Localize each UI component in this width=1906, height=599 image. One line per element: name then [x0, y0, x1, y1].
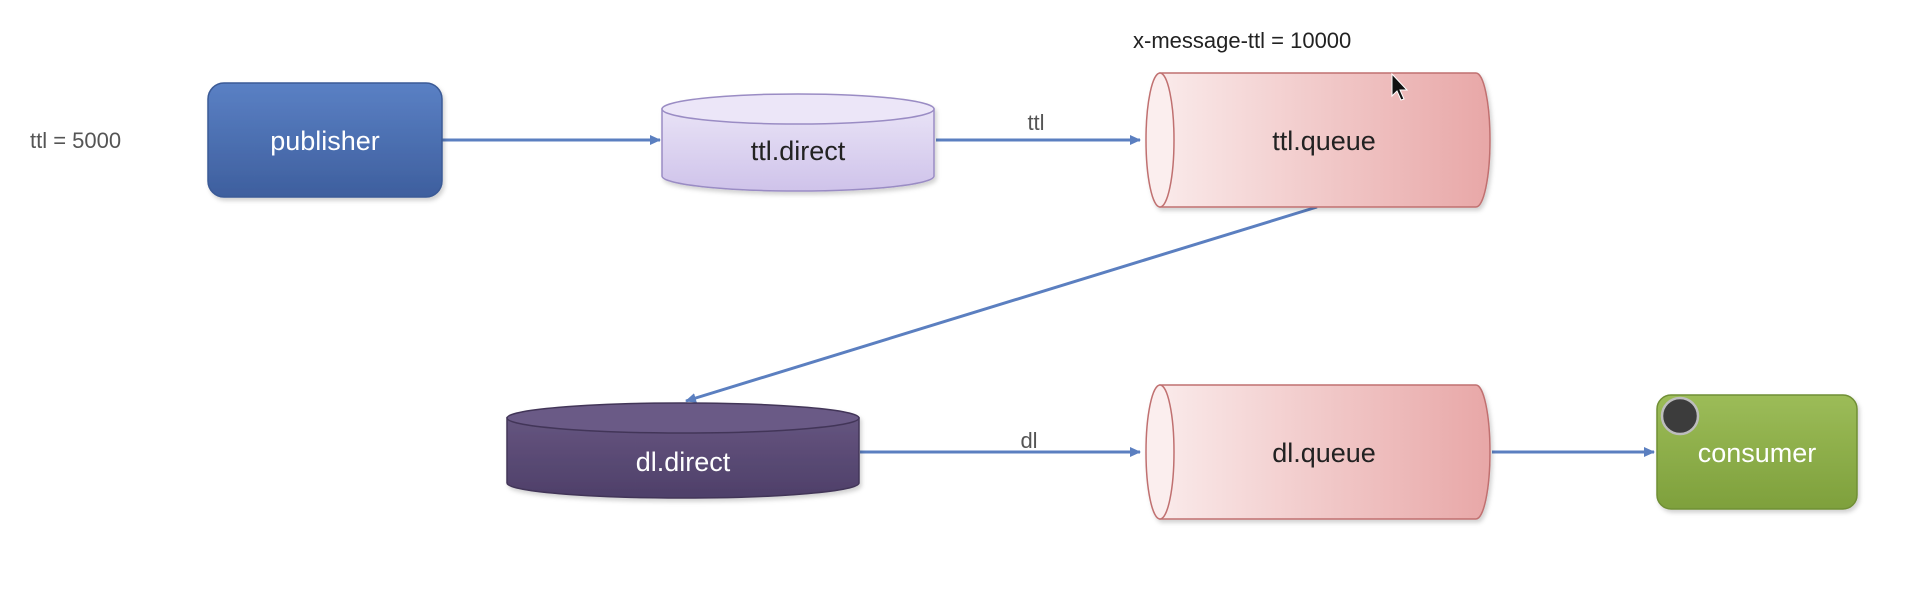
- dl-queue[interactable]: [1145, 384, 1491, 520]
- edge-label-dl: dl: [1020, 428, 1037, 453]
- mouse-cursor-icon: [1391, 72, 1409, 101]
- publisher-node[interactable]: [207, 82, 443, 198]
- ttl-queue[interactable]: [1145, 72, 1491, 208]
- ttl-direct-exchange[interactable]: [661, 93, 935, 192]
- queue-ttl-annotation: x-message-ttl = 10000: [1133, 28, 1351, 53]
- dl-direct-label: dl.direct: [636, 447, 731, 477]
- publisher-ttl-annotation: ttl = 5000: [30, 128, 121, 153]
- dl-direct-exchange[interactable]: [506, 402, 860, 499]
- arrow-ttl-queue-to-dl-direct: [685, 205, 1318, 403]
- consumer-status-dot-icon: [1660, 396, 1700, 436]
- ttl-queue-label: ttl.queue: [1272, 126, 1376, 156]
- ttl-direct-label: ttl.direct: [751, 136, 846, 166]
- consumer-node[interactable]: [1656, 394, 1858, 510]
- dl-queue-label: dl.queue: [1272, 438, 1376, 468]
- edge-label-ttl: ttl: [1027, 110, 1044, 135]
- publisher-label: publisher: [270, 126, 380, 156]
- consumer-label: consumer: [1698, 438, 1817, 468]
